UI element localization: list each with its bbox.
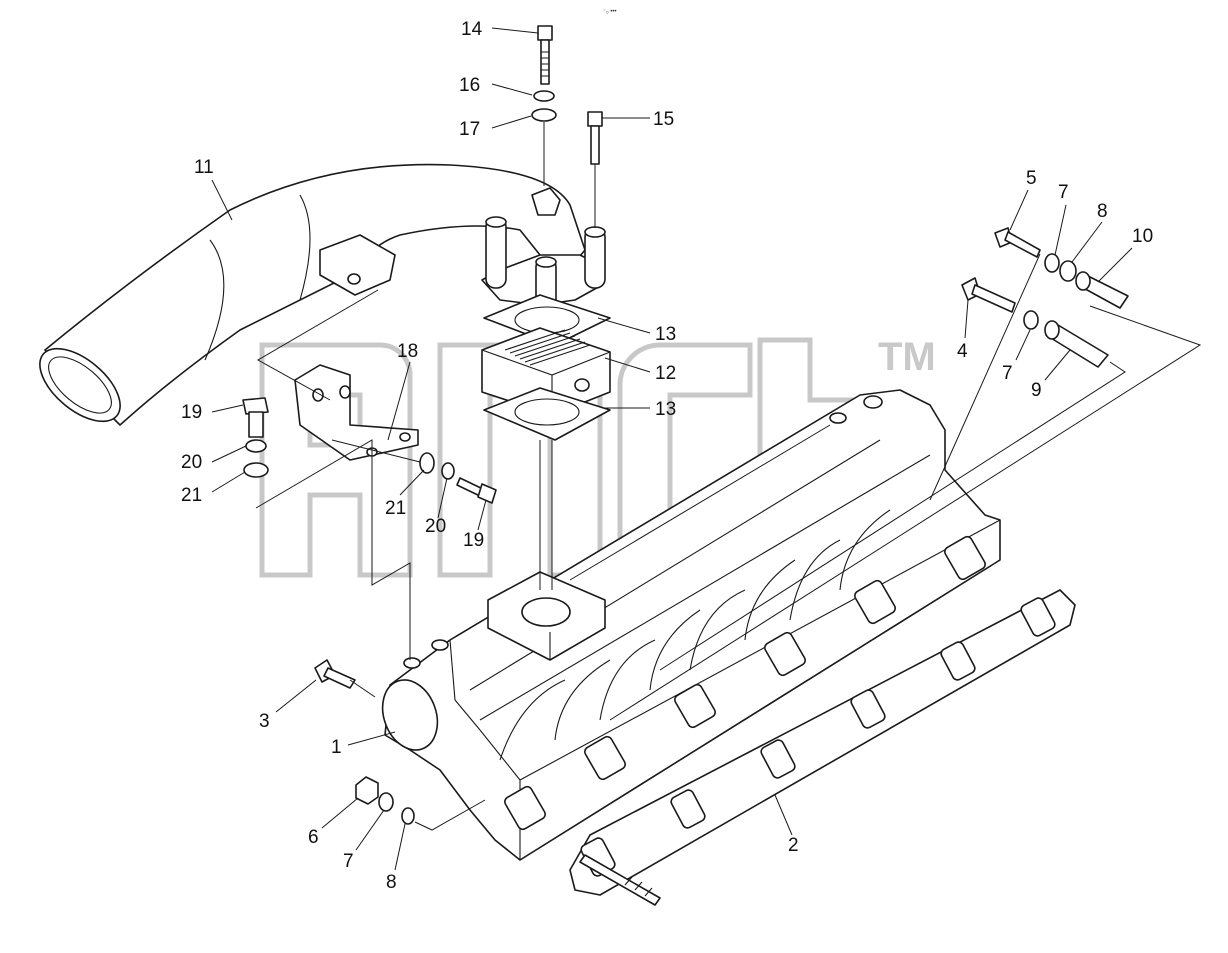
washer-17 [531,108,557,122]
callout-labels: 14 16 17 15 11 5 7 8 10 13 4 7 9 18 12 1… [181,19,1153,893]
washer-20-left [245,439,267,453]
bolt-19-left [242,397,269,438]
intake-manifold [381,389,1001,861]
callout-21-right: 21 [385,498,406,519]
callout-14: 14 [461,19,483,40]
callout-7-middle: 7 [1002,363,1013,384]
callout-15: 15 [653,109,674,130]
bolt-15 [587,111,603,165]
intake-pipe [39,163,586,426]
bolt-19-right [456,477,497,504]
washer-7-middle [1023,310,1039,330]
washer-20-right [441,462,455,480]
callout-7-upper: 7 [1058,182,1069,203]
callout-8-lower: 8 [386,872,397,893]
callout-12: 12 [655,363,676,384]
spacer-9 [1044,320,1109,368]
nut-6 [355,776,379,805]
bolt-4 [961,277,1016,313]
callout-8-upper: 8 [1097,201,1108,222]
callout-20-left: 20 [181,452,202,473]
washer-16 [533,90,555,102]
bolt-14 [537,25,553,85]
watermark-trademark: TM [878,335,936,379]
callout-13-upper: 13 [655,324,676,345]
callout-1: 1 [331,737,342,758]
callout-3: 3 [259,711,270,732]
bracket-18 [294,364,419,461]
header-code: ⁻₀ ••• [603,9,617,15]
callout-13-lower: 13 [655,399,676,420]
callout-7-lower: 7 [343,851,354,872]
callout-4: 4 [957,341,968,362]
callout-2: 2 [788,835,799,856]
bolt-3 [314,659,356,689]
callout-19-left: 19 [181,402,202,423]
callout-19-right: 19 [463,530,484,551]
manifold-stud [579,854,661,906]
spacer-10 [1075,271,1129,309]
washer-7-lower [378,792,394,812]
bolt-5 [994,227,1041,258]
washer-21-left [243,462,269,478]
leader-lines [211,27,1133,871]
callout-20-right: 20 [425,516,446,537]
callout-5: 5 [1026,168,1037,189]
intake-air-heater [481,327,611,416]
callout-17: 17 [459,119,480,140]
callout-9: 9 [1031,380,1042,401]
washer-7-upper [1044,253,1060,273]
callout-16: 16 [459,75,480,96]
callout-10: 10 [1132,226,1153,247]
washer-8-upper [1059,260,1077,282]
washer-8-lower [401,807,415,825]
callout-18: 18 [397,341,418,362]
washer-21-right [419,452,435,474]
callout-21-left: 21 [181,485,202,506]
callout-6: 6 [308,827,319,848]
assembly-lines [255,122,1202,831]
heater-gasket-lower [483,387,611,441]
callout-11: 11 [194,157,214,178]
